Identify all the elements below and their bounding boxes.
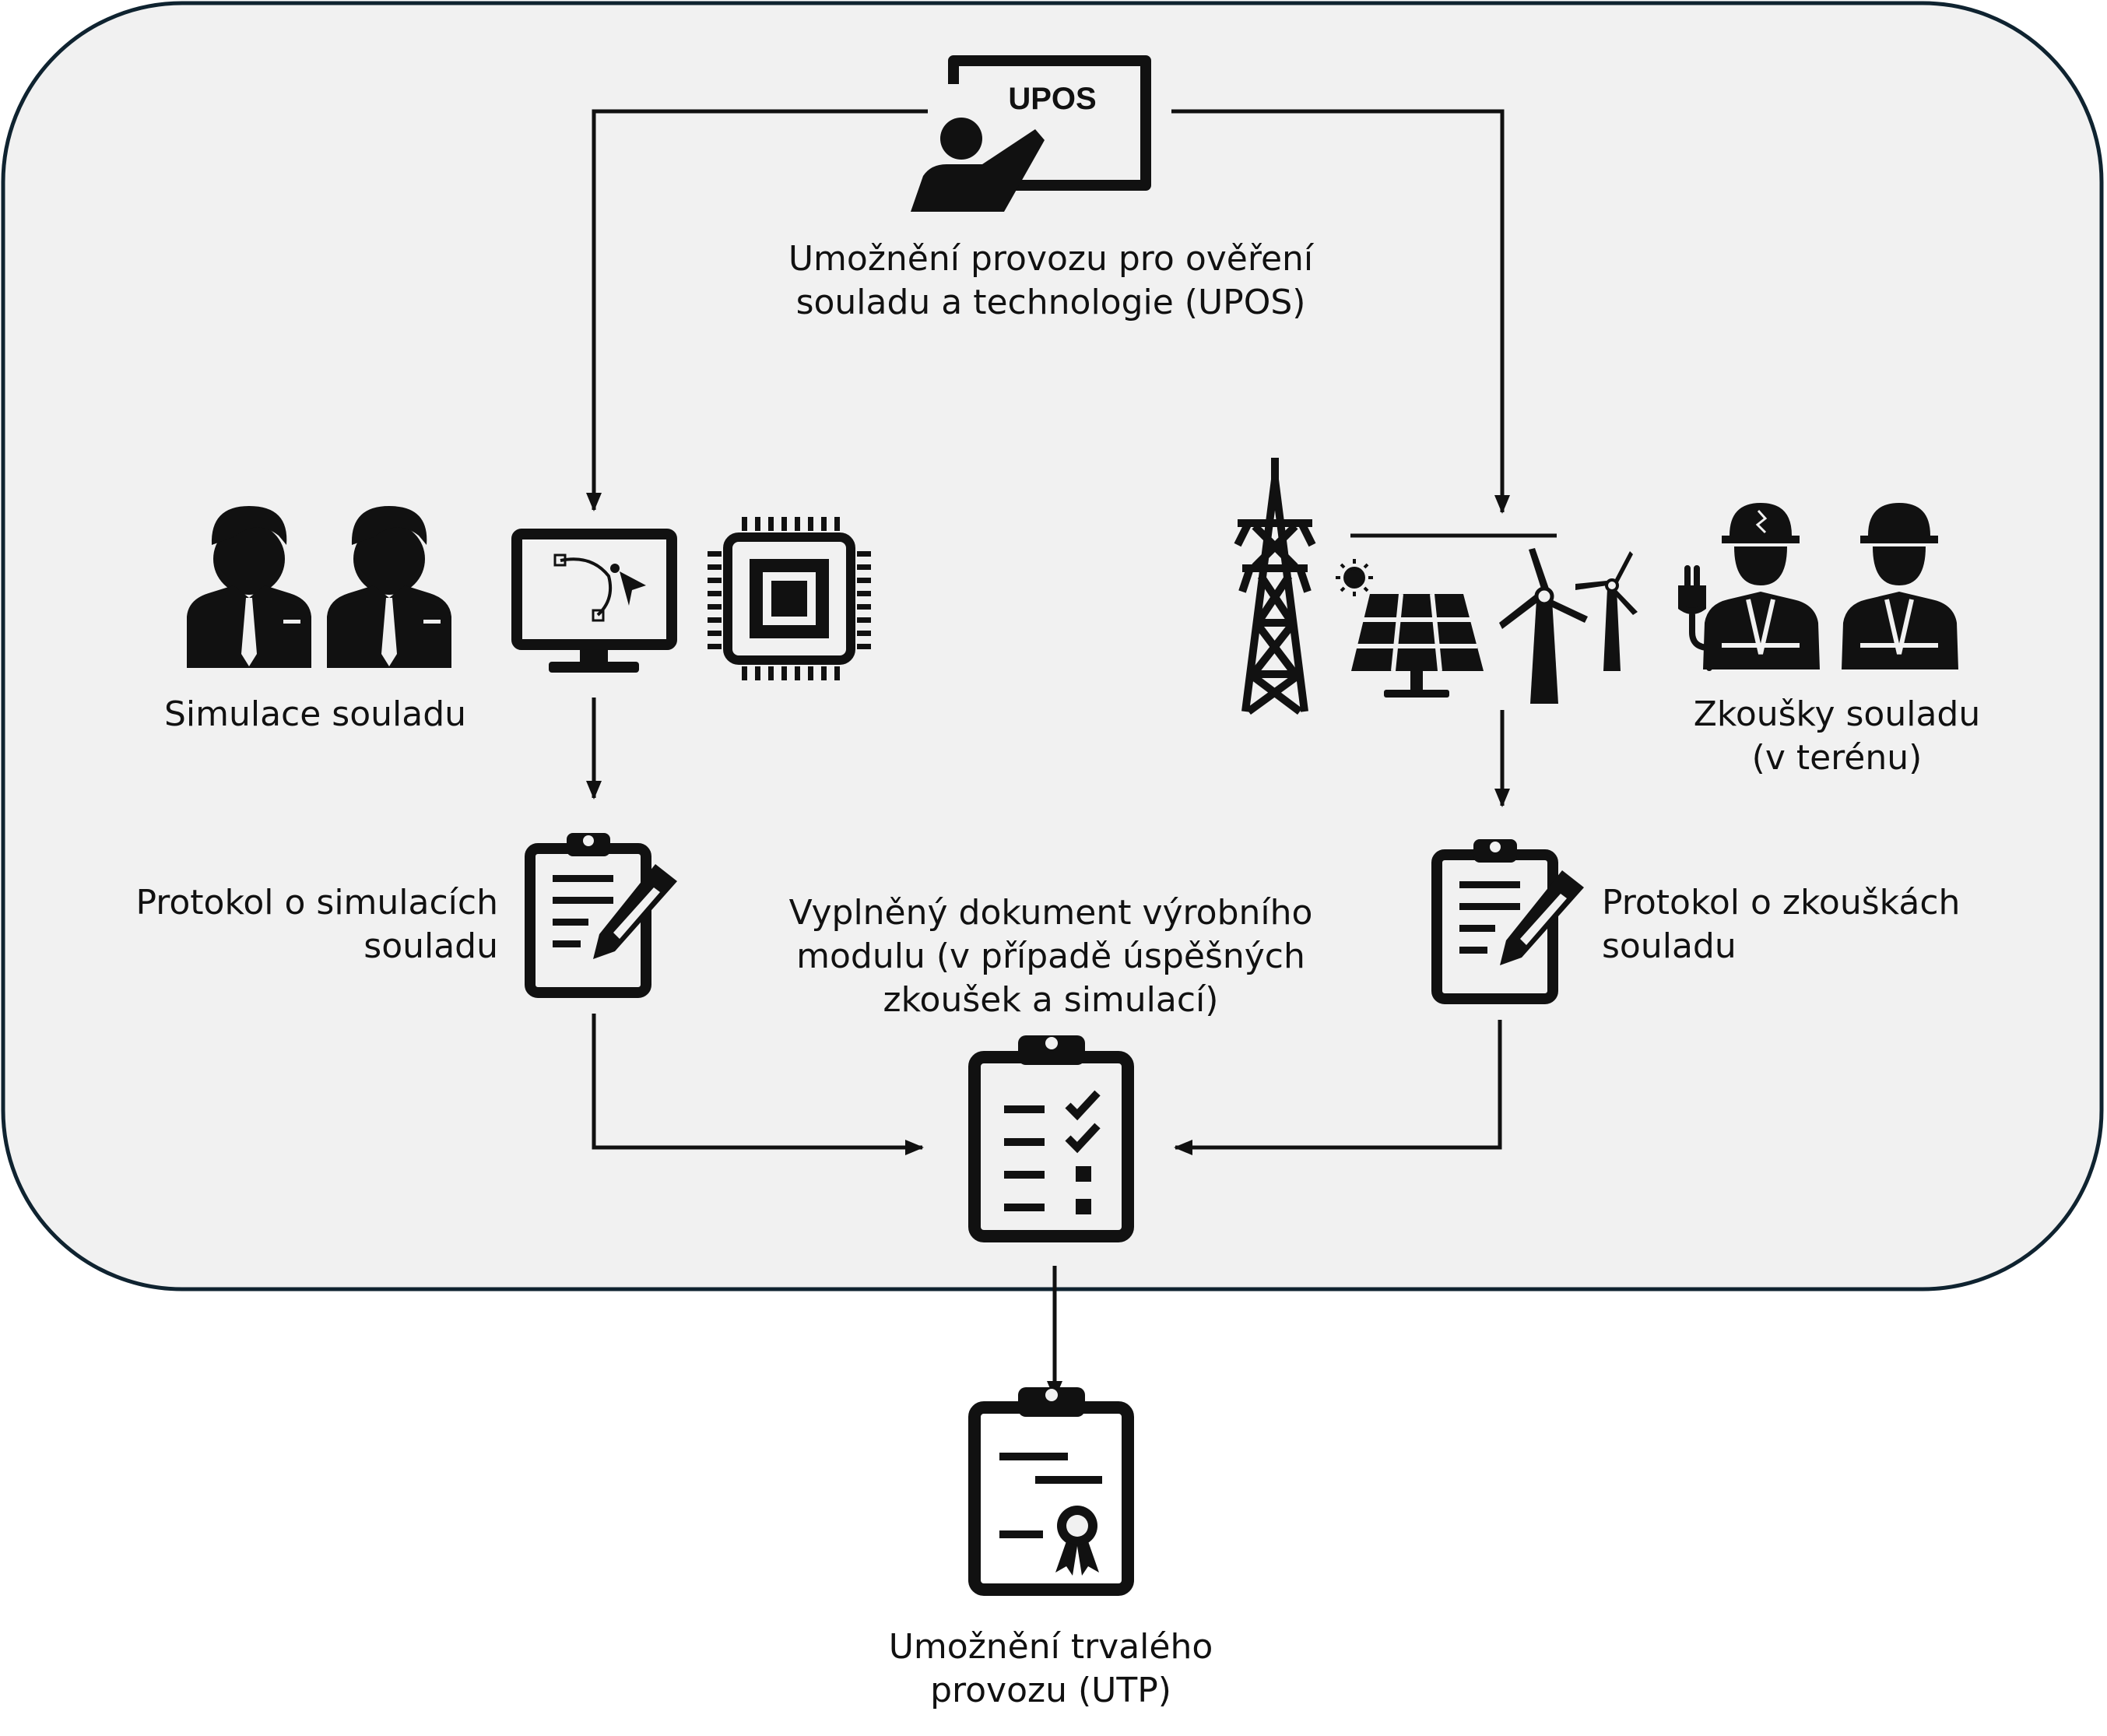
checklist-clipboard-icon xyxy=(968,1035,1134,1242)
design-monitor-icon xyxy=(511,529,677,673)
arrow-test-protocol-to-document xyxy=(1174,1020,1502,1155)
upos-label: Umožnění provozu pro ověření souladu a t… xyxy=(732,237,1370,325)
processor-chip-icon xyxy=(708,517,871,680)
arrow-upos-to-tests xyxy=(1171,109,1510,514)
module-document-label-line-2: modulu (v případě úspěšných xyxy=(796,937,1305,976)
arrow-upos-to-simulation xyxy=(586,109,928,511)
module-document-label: Vyplněný dokument výrobního modulu (v př… xyxy=(724,891,1378,1022)
simulation-protocol-label-line-2: souladu xyxy=(363,926,498,966)
test-protocol-label-line-1: Protokol o zkouškách xyxy=(1602,883,1961,922)
sun-icon xyxy=(1336,559,1373,596)
module-document-label-line-3: zkoušek a simulací) xyxy=(883,980,1219,1020)
solar-panel-icon xyxy=(1351,593,1484,698)
certificate-clipboard-icon xyxy=(968,1387,1134,1596)
field-tests-label: Zkoušky souladu (v terénu) xyxy=(1650,693,2024,780)
presenter-board-icon: UPOS xyxy=(911,55,1151,212)
utp-label-line-2: provozu (UTP) xyxy=(930,1671,1171,1710)
connectors xyxy=(586,109,1557,1400)
engineers-icon xyxy=(187,506,451,668)
test-protocol-label-line-2: souladu xyxy=(1602,926,1737,966)
simulation-protocol-label-line-1: Protokol o simulacích xyxy=(135,883,498,922)
simulation-label-line-1: Simulace souladu xyxy=(163,694,467,734)
utp-label-line-1: Umožnění trvalého xyxy=(888,1627,1213,1667)
field-workers-icon xyxy=(1703,503,1958,669)
upos-label-line-1: Umožnění provozu pro ověření xyxy=(788,239,1314,279)
arrow-sim-protocol-to-document xyxy=(592,1014,924,1155)
upos-board-text: UPOS xyxy=(1008,82,1096,116)
simulation-protocol-label: Protokol o simulacích souladu xyxy=(62,881,498,968)
simulation-label: Simulace souladu xyxy=(109,693,521,736)
field-tests-label-line-2: (v terénu) xyxy=(1751,738,1923,778)
field-tests-label-line-1: Zkoušky souladu xyxy=(1693,694,1981,734)
utp-label: Umožnění trvalého provozu (UTP) xyxy=(817,1625,1284,1713)
upos-label-line-2: souladu a technologie (UPOS) xyxy=(795,283,1306,322)
simulation-protocol-clipboard-icon xyxy=(525,833,677,998)
test-protocol-label: Protokol o zkouškách souladu xyxy=(1602,881,2038,968)
module-document-label-line-1: Vyplněný dokument výrobního xyxy=(788,893,1313,933)
transmission-tower-icon xyxy=(1234,458,1316,715)
wind-turbine-icon xyxy=(1499,548,1638,704)
test-protocol-clipboard-icon xyxy=(1431,839,1584,1004)
